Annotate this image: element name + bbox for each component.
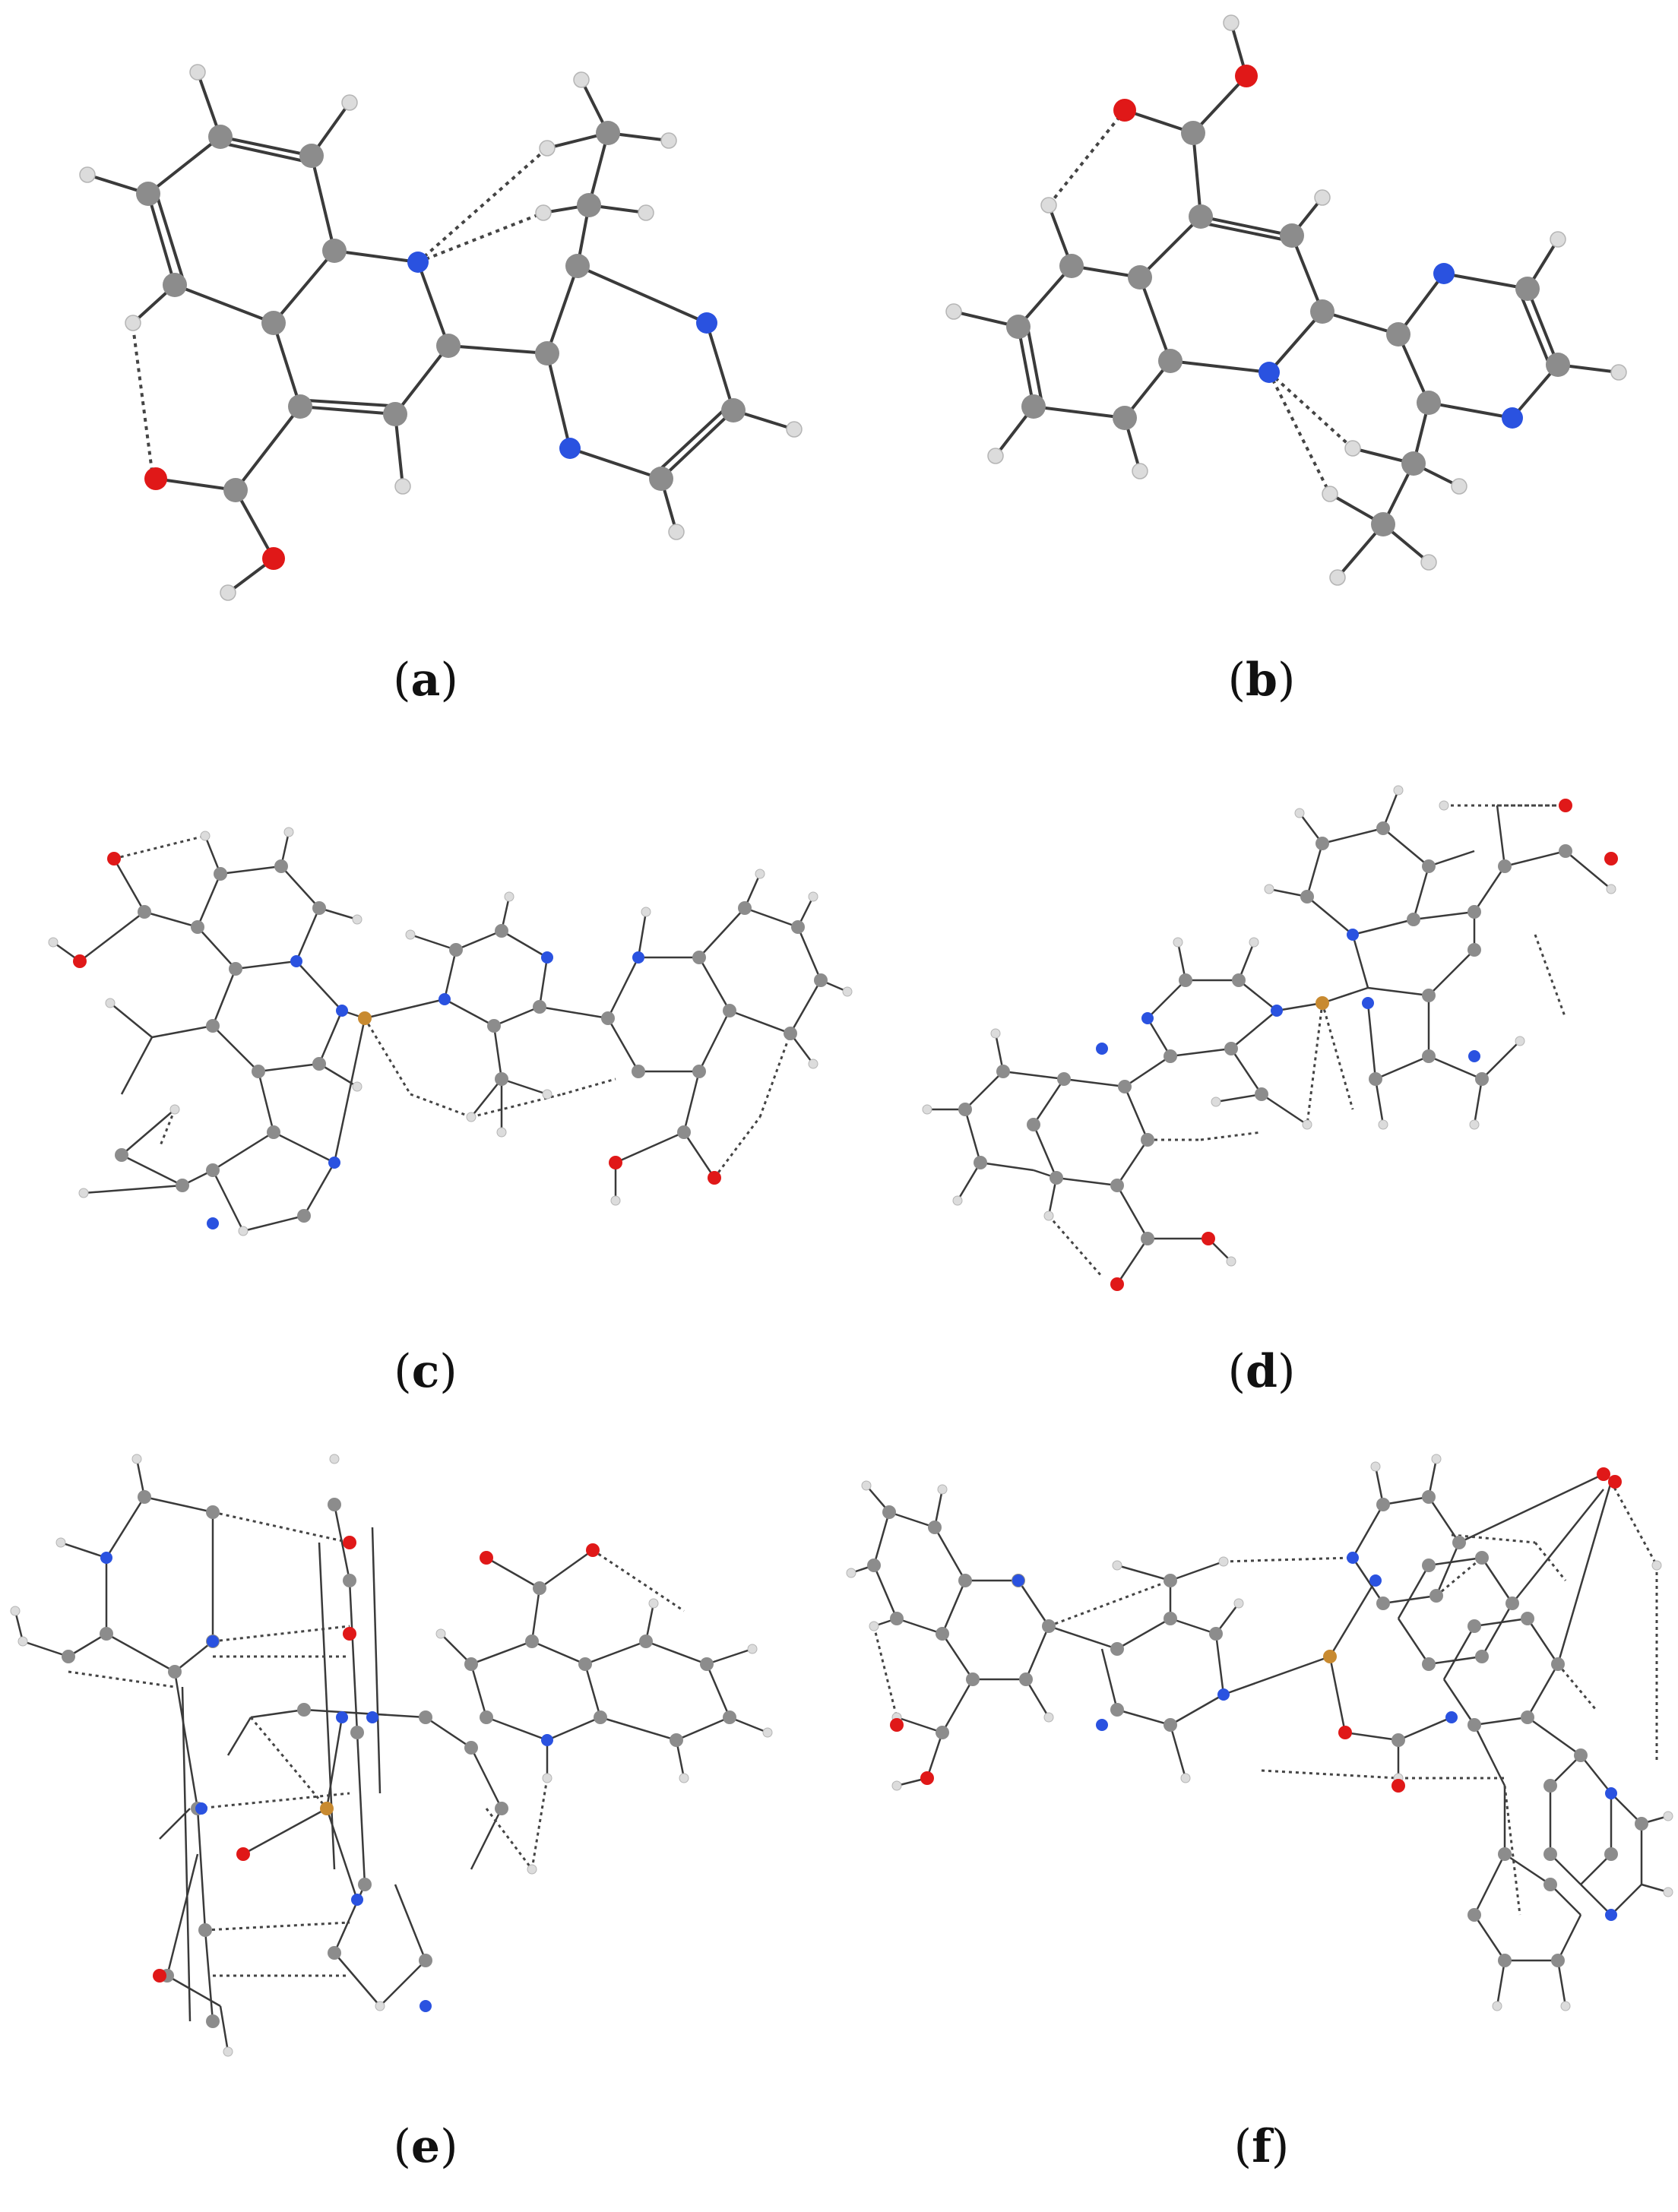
atoms-f bbox=[846, 1454, 1673, 2011]
caption-a: (a) bbox=[393, 653, 458, 707]
bonds-a bbox=[87, 71, 795, 594]
molecule-e bbox=[10, 1454, 773, 2057]
molecule-b bbox=[945, 14, 1627, 586]
caption-f: (f) bbox=[1233, 2120, 1290, 2173]
atoms-c bbox=[48, 827, 853, 1236]
panel-a bbox=[46, 30, 806, 608]
bonds-d bbox=[927, 790, 1612, 1285]
bonds-b bbox=[953, 22, 1619, 579]
bonds-f bbox=[850, 1458, 1669, 2007]
molecule-a bbox=[79, 64, 803, 601]
atoms-a bbox=[79, 64, 803, 601]
atoms-d bbox=[922, 785, 1618, 1291]
panel-c bbox=[30, 775, 853, 1307]
hbonds-e bbox=[68, 1511, 685, 1977]
panel-b bbox=[897, 8, 1657, 615]
atoms-b bbox=[945, 14, 1627, 586]
molecule-c bbox=[48, 827, 853, 1236]
panel-d bbox=[897, 775, 1657, 1307]
hbonds-b bbox=[1047, 109, 1354, 495]
caption-d: (d) bbox=[1227, 1345, 1296, 1398]
caption-e: (e) bbox=[393, 2120, 458, 2173]
atoms-e bbox=[10, 1454, 773, 2057]
hbonds-a bbox=[131, 147, 549, 472]
bonds-e bbox=[14, 1458, 768, 2052]
hbonds-f bbox=[872, 1481, 1658, 1916]
molecule-f bbox=[846, 1454, 1673, 2011]
caption-b: (b) bbox=[1227, 653, 1296, 707]
panel-f bbox=[846, 1429, 1673, 2067]
bonds-c bbox=[52, 831, 848, 1233]
molecule-d bbox=[922, 785, 1618, 1291]
hbonds-d bbox=[1047, 804, 1567, 1277]
panel-e bbox=[0, 1429, 836, 2067]
caption-c: (c) bbox=[394, 1345, 457, 1398]
hbonds-c bbox=[113, 834, 792, 1179]
